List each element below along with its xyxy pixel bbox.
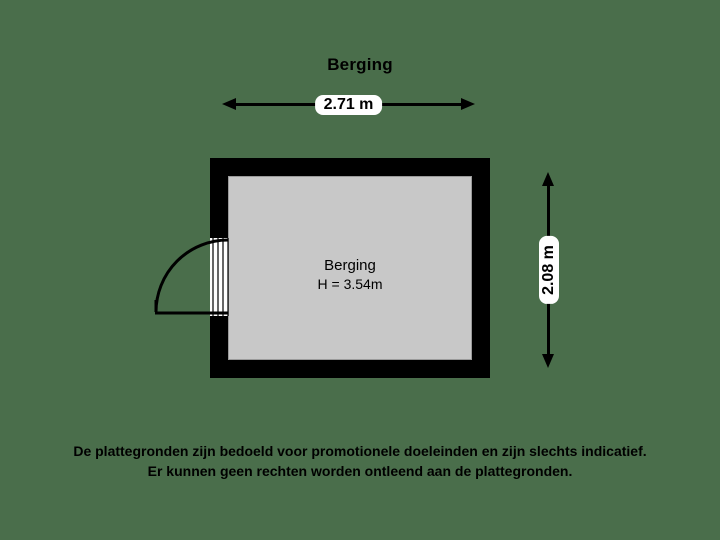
width-dimension: 2.71 m [222,94,475,115]
door-swing-icon [154,238,229,316]
door-berging [150,232,240,324]
arrow-right-icon [461,98,475,110]
room-ceiling-height: H = 3.54m [317,276,383,292]
arrow-up-icon [542,172,554,186]
page-title: Berging [327,55,393,74]
height-dimension-label: 2.08 m [538,236,559,304]
disclaimer-line-1: De plattegronden zijn bedoeld voor promo… [73,443,647,459]
arrow-left-icon [222,98,236,110]
disclaimer-line-2: Er kunnen geen rechten worden ontleend a… [147,463,573,479]
arrow-down-icon [542,354,554,368]
width-dimension-label: 2.71 m [314,94,383,115]
disclaimer: De plattegronden zijn bedoeld voor promo… [0,441,720,481]
height-dimension: 2.08 m [538,172,559,368]
room-label: Berging H = 3.54m [228,256,472,294]
room-name: Berging [324,257,376,274]
